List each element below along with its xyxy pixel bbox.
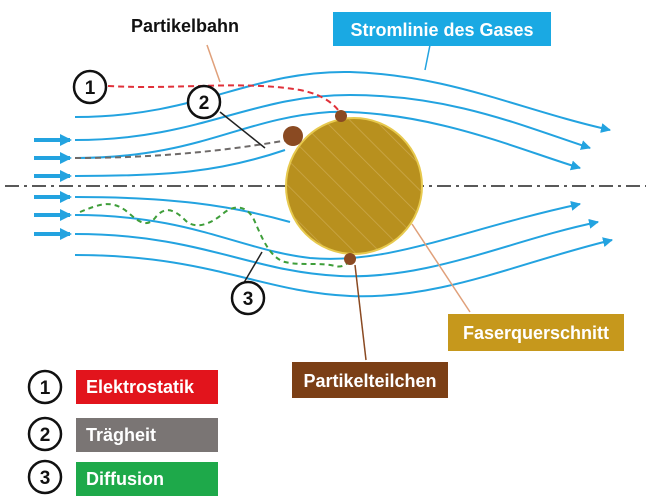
svg-text:Diffusion: Diffusion <box>86 469 164 489</box>
svg-text:3: 3 <box>243 289 254 310</box>
inlet-arrows <box>34 134 72 240</box>
fiber-cross-section <box>285 117 423 255</box>
svg-text:3: 3 <box>40 468 51 489</box>
streamline <box>74 196 291 223</box>
gas-streamlines <box>74 70 613 298</box>
legend-item-diffusion: 3 Diffusion <box>27 459 218 496</box>
svg-text:1: 1 <box>40 378 51 399</box>
label-fiber-cross-section: Faserquerschnitt <box>463 323 609 343</box>
streamline <box>74 237 613 298</box>
leader-lines <box>206 44 471 361</box>
streamline <box>74 70 611 133</box>
label-gas-streamline: Stromlinie des Gases <box>350 20 533 40</box>
label-fiber-box <box>448 314 624 351</box>
label-particle-path: Partikelbahn <box>131 16 239 36</box>
svg-text:Trägheit: Trägheit <box>86 425 156 445</box>
svg-text:2: 2 <box>40 425 51 446</box>
legend: 1 Elektrostatik 2 Trägheit 3 Diffusion <box>27 369 218 496</box>
streamline <box>74 218 599 278</box>
svg-text:Elektrostatik: Elektrostatik <box>86 377 195 397</box>
marker-3: 3 <box>230 280 266 316</box>
label-particle: Partikelteilchen <box>303 371 436 391</box>
streamline <box>74 110 581 171</box>
streamline <box>74 201 581 260</box>
path-inertia <box>74 139 289 159</box>
marker-1: 1 <box>72 69 108 105</box>
particle-diffusion <box>344 253 356 265</box>
svg-text:1: 1 <box>85 78 96 99</box>
marker-2: 2 <box>186 84 222 120</box>
svg-text:2: 2 <box>199 93 210 114</box>
path-electrostatic <box>107 84 343 116</box>
label-particle-box <box>292 362 448 398</box>
legend-item-inertia: 2 Trägheit <box>27 416 218 452</box>
particle-inertia <box>283 126 303 146</box>
streamline <box>74 93 591 150</box>
path-diffusion <box>79 203 351 268</box>
label-gas-streamline-box <box>333 12 551 46</box>
streamline <box>74 149 286 177</box>
legend-item-electrostatic: 1 Elektrostatik <box>27 369 218 405</box>
particle-electrostatic <box>335 110 347 122</box>
